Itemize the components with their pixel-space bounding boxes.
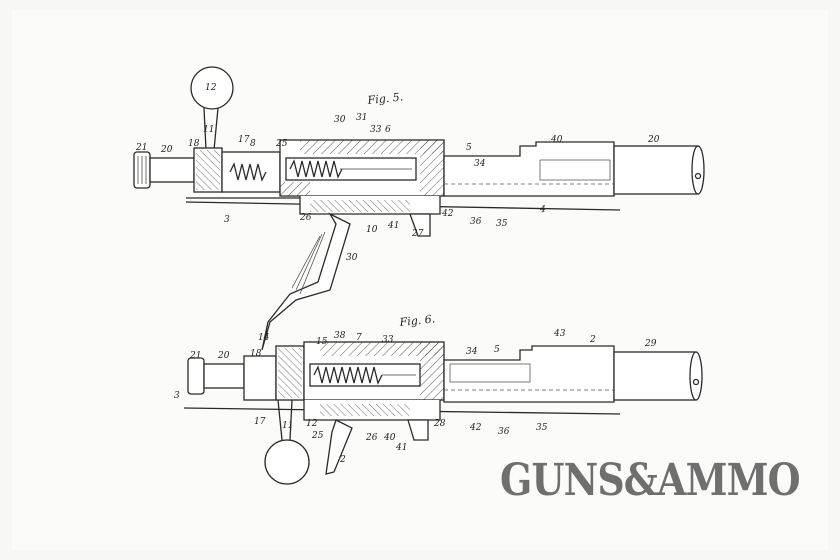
figure-5-label: Fig. 5. [366, 90, 404, 107]
receiver-front-top [443, 141, 615, 197]
fig5-callout-3: 3 [224, 215, 230, 225]
figure-6-drawing: Fig. 6. [183, 312, 703, 485]
fig5-callout-12: 12 [205, 83, 217, 93]
fig6-callout-25: 25 [311, 431, 324, 441]
fig5-callout-6: 6 [385, 125, 391, 135]
fig6-callout-29: 29 [644, 339, 657, 349]
fig5-callout-18: 18 [188, 139, 200, 149]
fig5-callout-41: 41 [387, 221, 399, 231]
fig6-callout-2: 2 [339, 455, 346, 465]
logo-text: GUNS&AMMO [500, 455, 801, 506]
fig6-callout-15: 15 [316, 337, 328, 347]
fig6-callout-21: 21 [189, 351, 201, 361]
fig5-callout-36: 36 [470, 217, 482, 227]
fig6-callout-12: 12 [306, 419, 318, 429]
fig6-callout-38: 38 [334, 331, 346, 341]
fig6-callout-35: 35 [536, 423, 548, 433]
trigger-guard-top [261, 212, 351, 351]
fig5-callout-21: 21 [135, 143, 147, 153]
fig6-callout-20: 20 [217, 351, 230, 361]
bolt-handle-top [203, 107, 219, 151]
fig5-callout-8: 8 [250, 139, 256, 149]
fig5-callout-35: 35 [496, 219, 508, 229]
fig5-callout-17: 17 [238, 135, 250, 145]
fig6-callout-7: 7 [356, 333, 362, 343]
bolt-body-top [221, 151, 281, 193]
figure-5-drawing: Fig. 5. [133, 66, 705, 351]
trigger-bottom [325, 419, 353, 475]
paper-background [12, 10, 828, 550]
fig6-callout-34: 34 [466, 347, 478, 357]
fig5-callout-11: 11 [203, 125, 214, 135]
fig5-callout-20: 20 [160, 145, 173, 155]
fig6-callout-43: 43 [553, 329, 566, 339]
fig5-callout-34: 34 [474, 159, 486, 169]
fig5-callout-20: 20 [647, 135, 660, 145]
barrel-top [613, 145, 699, 195]
fig5-callout-30: 30 [334, 115, 346, 125]
fig5-callout-42: 42 [441, 209, 454, 219]
fig6-callout-5: 5 [494, 345, 500, 355]
barrel-bottom [613, 351, 697, 401]
fig6-callout-11: 11 [282, 421, 293, 431]
sear-spring-top [409, 213, 431, 237]
fig6-callout-17: 17 [254, 417, 266, 427]
bolt-shroud-top [149, 157, 195, 183]
sear-spring-bottom [407, 419, 429, 441]
fig5-callout-30: 30 [346, 253, 358, 263]
fig6-callout-41: 41 [395, 443, 407, 453]
spring-main-top [289, 159, 343, 179]
bolt-handle-bottom [277, 399, 293, 441]
fig6-callout-36: 36 [498, 427, 510, 437]
fig5-callout-31: 31 [356, 113, 367, 123]
receiver-front-bottom [443, 345, 615, 403]
fig6-callout-28: 28 [433, 419, 446, 429]
fig5-callout-4: 4 [539, 205, 546, 215]
fig6-callout-40: 40 [383, 433, 396, 443]
bolt-shroud-bottom [203, 363, 245, 389]
guns-and-ammo-logo: GUNS&AMMO [500, 452, 801, 510]
fig6-callout-3: 3 [174, 391, 180, 401]
bolt-knob-bottom [264, 439, 310, 485]
fig6-callout-2: 2 [589, 335, 596, 345]
fig6-callout-42: 42 [469, 423, 482, 433]
figure-6-label: Fig. 6. [398, 312, 436, 329]
bolt-sleeve-bottom [243, 355, 277, 401]
fig5-callout-27: 27 [411, 229, 424, 239]
fig6-callout-33: 33 [382, 335, 394, 345]
fig5-callout-33: 33 [370, 125, 382, 135]
fig6-callout-14: 14 [258, 333, 270, 343]
fig6-callout-26: 26 [365, 433, 378, 443]
fig5-callout-25: 25 [275, 139, 288, 149]
fig5-callout-40: 40 [550, 135, 563, 145]
bolt-knob-top [190, 66, 234, 110]
spring-main-bottom [313, 365, 383, 385]
cocking-piece-bottom [187, 357, 205, 395]
fig6-callout-18: 18 [250, 349, 262, 359]
fig5-callout-26: 26 [299, 213, 312, 223]
fig5-callout-10: 10 [366, 225, 378, 235]
spring-rear-top [229, 162, 267, 182]
fig5-callout-5: 5 [466, 143, 472, 153]
